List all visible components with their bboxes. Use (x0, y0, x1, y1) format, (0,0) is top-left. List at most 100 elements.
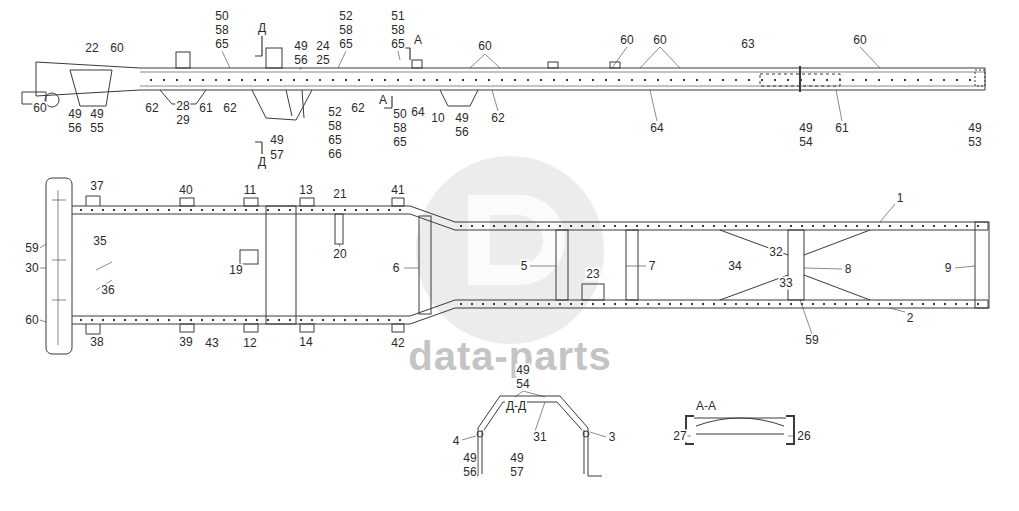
callout-number: 60 (32, 102, 47, 115)
section-mark: А-А (695, 400, 717, 413)
callout-number: 51 (390, 10, 405, 23)
callout-number: 53 (967, 136, 982, 149)
callout-number: 3 (608, 431, 617, 444)
section-mark: Д (257, 156, 267, 169)
callout-number: 37 (89, 180, 104, 193)
callout-number: 20 (332, 248, 347, 261)
callout-number: 58 (392, 122, 407, 135)
callout-number: 27 (672, 430, 687, 443)
callout-number: 60 (852, 34, 867, 47)
callout-number: 32 (768, 246, 783, 259)
callout-number: 4 (452, 435, 461, 448)
callout-number: 30 (24, 262, 39, 275)
callout-number: 40 (178, 184, 193, 197)
section-mark (255, 36, 262, 56)
cab-mount (266, 48, 282, 68)
leader-lines (40, 204, 975, 334)
callout-number: 33 (778, 277, 793, 290)
callout-number: 59 (804, 334, 819, 347)
callout-number: 65 (392, 136, 407, 149)
callout-number: 52 (327, 106, 342, 119)
front-rail (36, 62, 140, 96)
callout-number: 39 (178, 336, 193, 349)
callout-number: 49 (454, 112, 469, 125)
callout-number: 14 (298, 336, 313, 349)
callout-number: 52 (338, 10, 353, 23)
callout-number: 49 (89, 108, 104, 121)
spring-bracket (252, 90, 312, 120)
callout-number: 11 (243, 184, 257, 197)
cross-member (694, 418, 786, 434)
callout-number: 60 (652, 34, 667, 47)
rail-section (686, 416, 794, 444)
callout-number: 66 (327, 148, 342, 161)
plan-view (40, 178, 989, 354)
callout-number: 35 (92, 235, 107, 248)
frame-rail (140, 68, 985, 90)
callout-number: 21 (332, 188, 347, 201)
callout-number: 6 (392, 262, 401, 275)
callout-number: 31 (532, 431, 547, 444)
callout-number: 60 (477, 40, 492, 53)
section-mark: А (378, 94, 388, 107)
cross-member (478, 396, 588, 430)
section-mark: Д-Д (505, 400, 527, 413)
callout-number: 56 (462, 466, 477, 479)
callout-number: 54 (798, 136, 813, 149)
leader-lines (222, 47, 880, 121)
callout-number: 58 (338, 24, 353, 37)
callout-number: 56 (67, 122, 82, 135)
cross-member (626, 230, 638, 300)
frame-rail (72, 206, 988, 230)
frame-rail (72, 300, 988, 324)
callout-number: 49 (462, 452, 477, 465)
callout-number: 7 (648, 260, 657, 273)
callout-number: 58 (327, 120, 342, 133)
callout-number: 41 (390, 184, 405, 197)
callout-number: 36 (100, 284, 115, 297)
bumper (46, 178, 72, 354)
callout-number: 65 (327, 134, 342, 147)
callout-number: 24 (315, 40, 330, 53)
callout-number: 57 (509, 466, 524, 479)
callout-number: 22 (84, 42, 99, 55)
callout-number: 50 (392, 108, 407, 121)
callout-number: 62 (222, 102, 237, 115)
spring-bracket (440, 90, 478, 106)
callout-number: 43 (204, 337, 219, 350)
callout-number: 49 (509, 452, 524, 465)
x-brace (720, 230, 870, 300)
section-a (686, 416, 794, 444)
callout-number: 50 (214, 10, 229, 23)
callout-number: 56 (454, 126, 469, 139)
callout-number: 55 (89, 122, 104, 135)
callout-number: 26 (796, 430, 811, 443)
callout-number: 58 (214, 24, 229, 37)
callout-number: 1 (896, 192, 905, 205)
callout-number: 49 (967, 122, 982, 135)
callout-number: 61 (834, 122, 849, 135)
callout-number: 60 (619, 34, 634, 47)
callout-number: 65 (338, 38, 353, 51)
cross-plate (266, 206, 296, 324)
callout-number: 8 (844, 263, 853, 276)
callout-number: 59 (24, 242, 39, 255)
callout-number: 49 (269, 134, 284, 147)
callout-number: 65 (390, 38, 405, 51)
callout-number: 63 (740, 38, 755, 51)
callout-number: 56 (293, 54, 308, 67)
callout-number: 10 (430, 112, 445, 125)
section-mark: Д (257, 22, 267, 35)
callout-number: 5 (520, 260, 529, 273)
callout-number: 38 (89, 336, 104, 349)
callout-number: 60 (109, 42, 124, 55)
tow-bracket (70, 70, 112, 106)
section-d (462, 391, 606, 476)
cross-member (556, 230, 568, 300)
callout-number: 28 (175, 100, 190, 113)
callout-number: 60 (24, 314, 39, 327)
callout-number: 23 (585, 268, 600, 281)
callout-number: 29 (175, 114, 190, 127)
cross-member (788, 230, 804, 300)
